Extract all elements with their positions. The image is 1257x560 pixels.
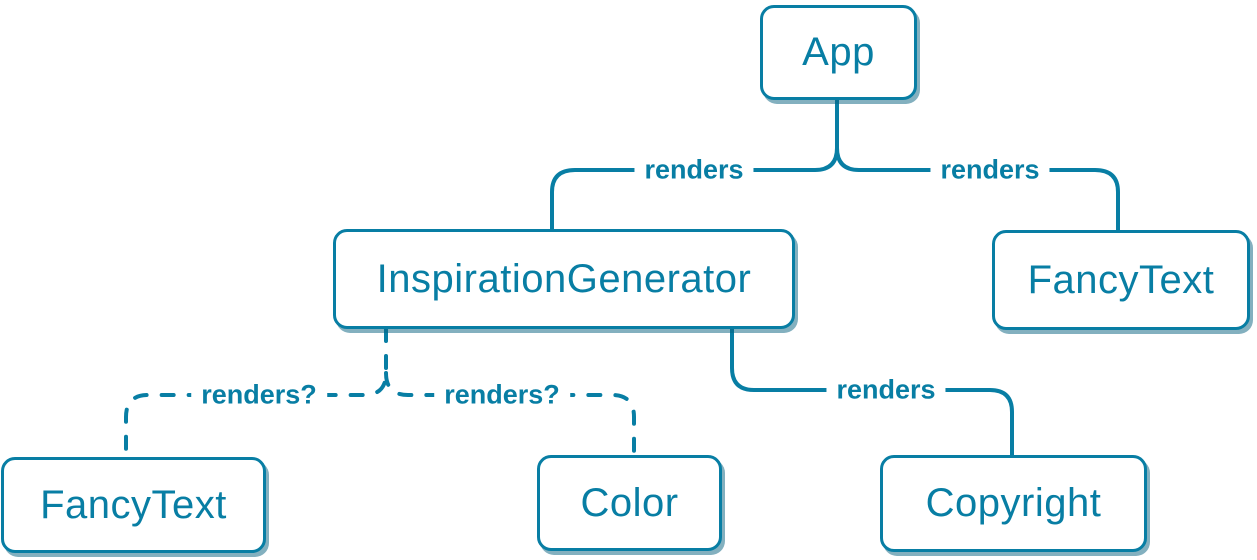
edge-label-inspiration-renders-copyright: renders <box>826 373 946 407</box>
edge-label-app-renders-fancytext: renders <box>930 153 1050 187</box>
node-color: Color <box>537 455 722 551</box>
node-inspiration-generator: InspirationGenerator <box>333 229 795 329</box>
node-copyright: Copyright <box>880 455 1147 552</box>
edge-label-inspiration-renders-fancytext: renders? <box>191 378 327 412</box>
node-app: App <box>760 5 917 100</box>
edge-label-inspiration-renders-color: renders? <box>434 378 570 412</box>
connector-app-to-fancytext <box>835 147 1120 230</box>
node-fancy-text-top: FancyText <box>992 230 1250 330</box>
edge-label-app-renders-inspiration: renders <box>634 153 754 187</box>
connector-inspiration-to-color <box>384 371 636 457</box>
node-fancy-text-bottom: FancyText <box>1 457 266 553</box>
